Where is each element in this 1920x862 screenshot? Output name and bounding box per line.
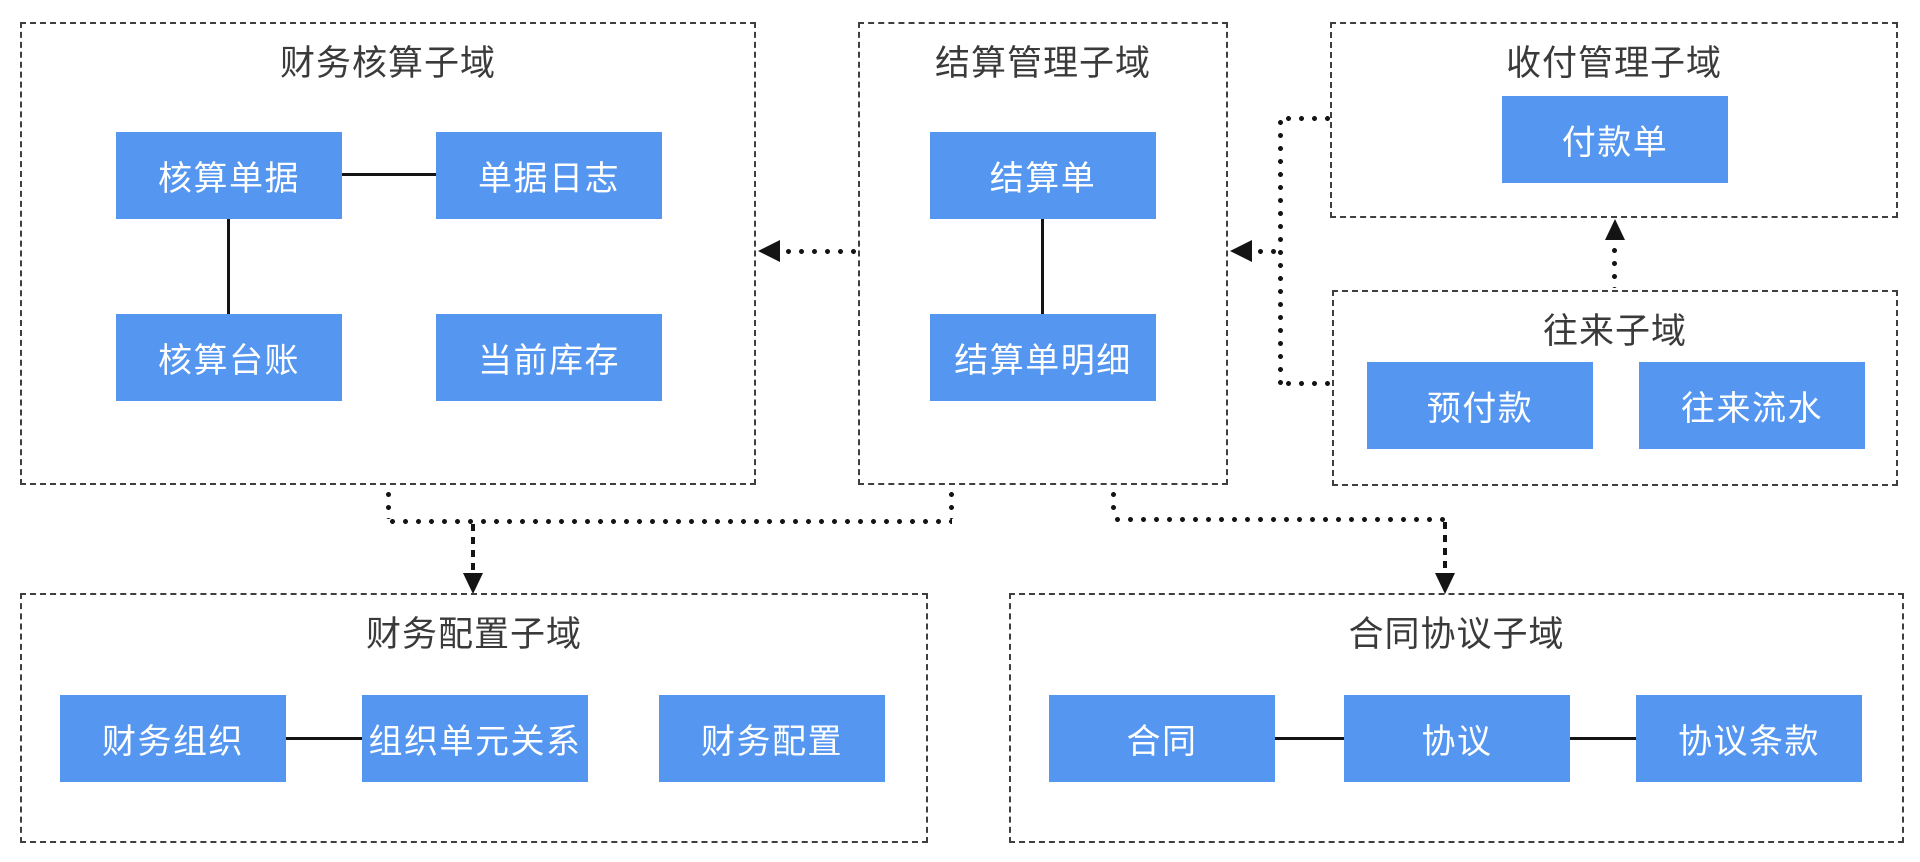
node-prepayment[interactable]: 预付款 (1367, 362, 1593, 449)
link-contract-to-agreement (1275, 737, 1344, 740)
subdomain-title: 财务核算子域 (279, 44, 496, 83)
node-label: 核算单据 (158, 160, 300, 198)
dotted-stub-from-settlement-right (1111, 488, 1116, 517)
link-agreement-to-agreement-terms (1570, 737, 1636, 740)
link-settlement-order-to-detail (1041, 219, 1044, 314)
node-financial-config[interactable]: 财务配置 (659, 695, 885, 782)
node-label: 单据日志 (478, 160, 620, 198)
subdomain-transactions[interactable]: 往来子域 (1332, 290, 1898, 486)
dotted-drop-to-financial-config (471, 524, 475, 573)
node-label: 协议 (1421, 723, 1493, 761)
arrowhead-down-icon (463, 573, 483, 594)
node-label: 合同 (1126, 723, 1198, 761)
node-label: 付款单 (1561, 124, 1669, 162)
node-org-unit-relation[interactable]: 组织单元关系 (362, 695, 588, 782)
arrowhead-left-icon (758, 240, 780, 262)
node-contract[interactable]: 合同 (1049, 695, 1275, 782)
subdomain-title: 合同协议子域 (1348, 615, 1565, 654)
node-label: 结算单 (989, 160, 1097, 198)
subdomain-title: 收付管理子域 (1505, 44, 1722, 83)
subdomain-financial-config[interactable]: 财务配置子域 (20, 593, 928, 843)
node-document-log[interactable]: 单据日志 (436, 132, 662, 219)
node-accounting-document[interactable]: 核算单据 (116, 132, 342, 219)
subdomain-settlement-management[interactable]: 结算管理子域 (858, 22, 1228, 485)
link-accounting-document-to-accounting-ledger (227, 219, 230, 314)
node-label: 协议条款 (1678, 723, 1820, 761)
dotted-rail-to-financial-config (386, 519, 952, 524)
link-financial-organization-to-org-unit-relation (286, 737, 362, 740)
node-payment-order[interactable]: 付款单 (1502, 96, 1728, 183)
node-label: 组织单元关系 (368, 723, 582, 761)
node-settlement-order-detail[interactable]: 结算单明细 (930, 314, 1156, 401)
arrowhead-left-icon (1230, 240, 1252, 262)
dotted-stub-from-settlement (949, 488, 954, 519)
subdomain-title: 往来子域 (1542, 312, 1687, 351)
subdomain-payment-management[interactable]: 收付管理子域 (1330, 22, 1898, 218)
dotted-drop-to-contract-agreement (1443, 522, 1447, 573)
node-financial-organization[interactable]: 财务组织 (60, 695, 286, 782)
dotted-line-settlement-to-accounting (782, 249, 858, 254)
dotted-line-from-transactions (1282, 381, 1332, 386)
arrowhead-down-icon (1435, 573, 1455, 594)
node-current-inventory[interactable]: 当前库存 (436, 314, 662, 401)
node-label: 结算单明细 (954, 342, 1132, 380)
node-transaction-flow[interactable]: 往来流水 (1639, 362, 1865, 449)
node-label: 当前库存 (478, 342, 620, 380)
subdomain-contract-agreement[interactable]: 合同协议子域 (1009, 593, 1904, 843)
node-label: 往来流水 (1681, 390, 1823, 428)
node-label: 财务组织 (102, 723, 244, 761)
dotted-line-branch-to-settlement (1254, 249, 1280, 254)
node-agreement-terms[interactable]: 协议条款 (1636, 695, 1862, 782)
node-agreement[interactable]: 协议 (1344, 695, 1570, 782)
link-accounting-document-to-document-log (342, 173, 436, 176)
subdomain-title: 财务配置子域 (365, 615, 582, 654)
dotted-line-transactions-to-payment (1612, 244, 1617, 288)
node-label: 预付款 (1426, 390, 1534, 428)
node-label: 核算台账 (158, 342, 300, 380)
node-settlement-order[interactable]: 结算单 (930, 132, 1156, 219)
node-label: 财务配置 (701, 723, 843, 761)
dotted-line-from-payment-management (1282, 116, 1330, 121)
dotted-rail-to-contract-agreement (1111, 517, 1445, 522)
arrowhead-up-icon (1605, 219, 1625, 240)
node-accounting-ledger[interactable]: 核算台账 (116, 314, 342, 401)
dotted-line-bracket-vertical (1278, 116, 1283, 386)
subdomain-title: 结算管理子域 (934, 44, 1151, 83)
subdomain-financial-accounting[interactable]: 财务核算子域 (20, 22, 756, 485)
dotted-stub-from-financial-accounting (386, 488, 391, 519)
